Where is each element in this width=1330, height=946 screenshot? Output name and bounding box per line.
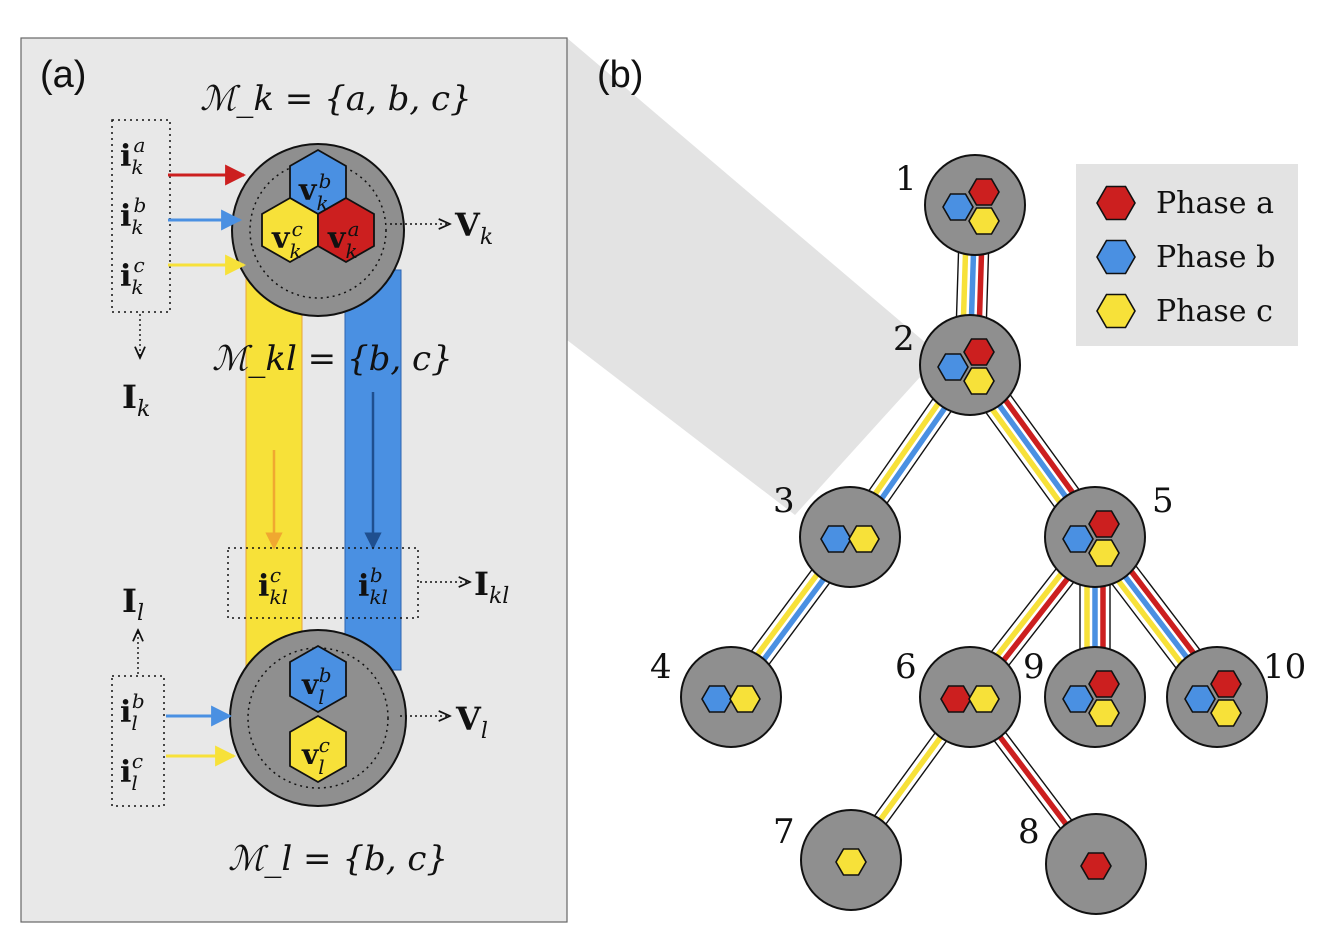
injection-box-k [111,119,171,313]
hex-node-9-phase-c [1088,699,1120,727]
label-ik-b: ikb [120,193,146,239]
label-il-c: ilc [120,749,143,795]
hex-node-4-phase-c [729,685,761,713]
node-1 [924,154,1026,256]
zoom-projection [567,38,940,515]
injection-box-l [111,675,165,807]
hex-node-6-phase-a [940,685,972,713]
hex-vl-c [289,714,347,784]
node-2-number: 2 [893,319,915,359]
label-vl-c: vlc [301,733,330,779]
hex-node-3-phase-c [848,525,880,553]
hex-node-4-phase-b [701,685,733,713]
legend-hex-3 [1096,293,1136,329]
hex-node-10-phase-b [1184,685,1216,713]
label-Ikl: Ikl [474,565,509,609]
hex-node-10-phase-c [1210,699,1242,727]
hex-node-5-phase-b [1062,525,1094,553]
network-nodes: 1 2 3 4 5 6 7 8 9 10 [650,154,1306,915]
hex-node-3-phase-b [820,525,852,553]
panel-a-label: (a) [40,54,86,96]
node-8-number: 8 [1018,812,1040,852]
node-k [231,143,405,317]
node-3 [799,486,901,588]
legend-label-1: Phase a [1156,186,1274,221]
node-5-number: 5 [1152,481,1174,521]
branch-current-box [227,547,419,619]
set-mk: ℳ_k = {a, b, c} [200,79,472,119]
label-vk-a: vka [327,217,360,263]
legend: Phase a Phase b Phase c [1096,185,1275,329]
label-Vl: Vl [455,700,488,744]
set-mkl: ℳ_kl = {b, c} [212,339,453,379]
node-7-number: 7 [773,812,795,852]
node-2 [919,314,1021,416]
node-4 [680,646,782,748]
hex-node-5-phase-a [1088,510,1120,538]
hex-node-1-phase-b [942,193,974,221]
label-il-b: ilb [120,689,145,735]
hex-node-10-phase-a [1210,670,1242,698]
node-5 [1044,486,1146,588]
label-vl-b: vlb [301,663,332,709]
label-ik-a: ika [120,133,145,179]
label-vk-c: vkc [271,217,303,263]
node-10-number: 10 [1263,647,1306,687]
hex-node-2-phase-b [937,353,969,381]
hex-vl-b [289,644,347,714]
label-ikl-b: iklb [358,563,388,609]
hex-node-1-phase-a [968,178,1000,206]
node-6 [919,646,1021,748]
hex-node-2-phase-a [963,338,995,366]
hex-node-2-phase-c [963,367,995,395]
legend-item-2: Phase b [1096,239,1275,275]
node-8 [1045,813,1147,915]
node-9-number: 9 [1023,647,1045,687]
hex-node-7-phase-c [835,848,867,876]
node-6-number: 6 [895,647,917,687]
legend-item-1: Phase a [1096,185,1274,221]
legend-hex-1 [1096,185,1136,221]
set-ml: ℳ_l = {b, c} [228,839,448,879]
hex-vk-a [317,196,375,264]
panel-b-label: (b) [597,54,643,96]
label-Ik: Ik [122,378,150,422]
legend-item-3: Phase c [1096,293,1273,329]
label-Vk: Vk [454,206,493,250]
label-vk-b: vkb [298,169,331,215]
hex-node-1-phase-c [968,207,1000,235]
node-1-number: 1 [895,159,917,199]
node-7 [800,809,902,911]
label-ik-c: ikc [120,253,145,299]
node-4-number: 4 [650,647,672,687]
legend-label-3: Phase c [1156,294,1273,329]
hex-node-5-phase-c [1088,539,1120,567]
legend-label-2: Phase b [1156,240,1275,275]
node-l [229,629,407,807]
hex-node-8-phase-a [1080,852,1112,880]
legend-hex-2 [1096,239,1136,275]
hex-node-9-phase-a [1088,670,1120,698]
hex-node-9-phase-b [1062,685,1094,713]
node-3-number: 3 [773,481,795,521]
node-10 [1166,646,1268,748]
label-Il: Il [122,582,144,626]
node-9 [1044,646,1146,748]
hex-node-6-phase-c [968,685,1000,713]
label-ikl-c: iklc [258,563,288,609]
